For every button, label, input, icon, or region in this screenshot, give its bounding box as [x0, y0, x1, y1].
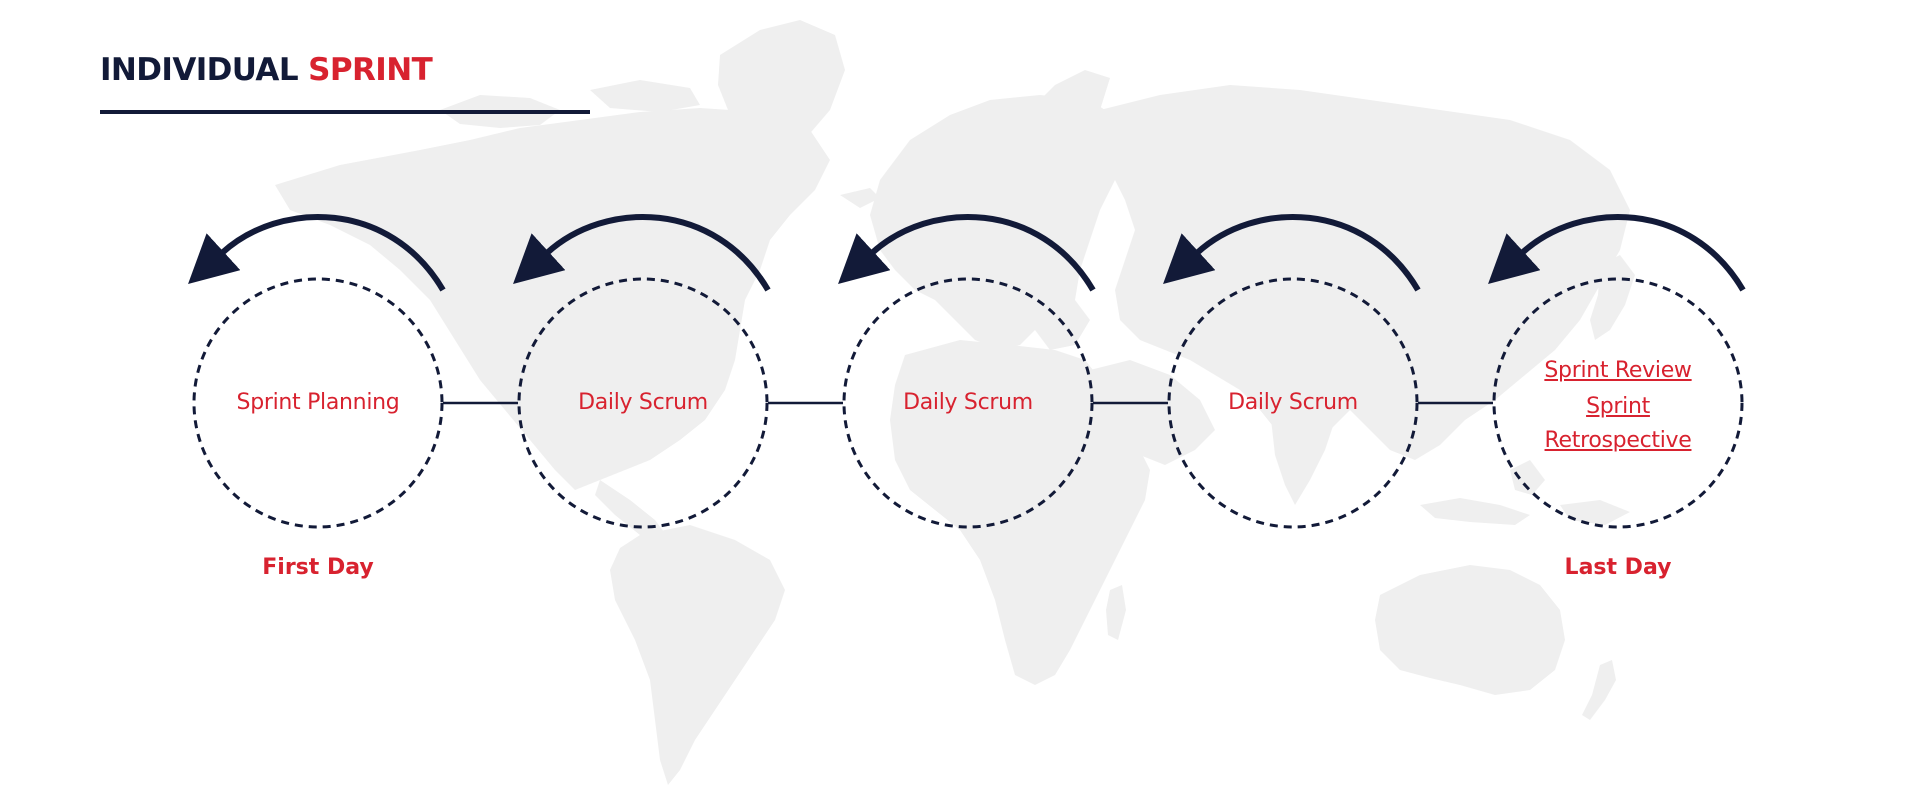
- madagascar-shape: [1106, 585, 1126, 640]
- new-zealand-shape: [1582, 660, 1616, 720]
- stage-circle-3: [842, 277, 1094, 529]
- page-title: INDIVIDUAL SPRINT: [100, 48, 433, 92]
- cycle-arrow-5: [1488, 213, 1746, 292]
- stage-circle-5: [1492, 277, 1744, 529]
- stage-label-review-retro: Sprint Review Sprint Retrospective: [1518, 358, 1718, 453]
- stage-label-daily-scrum-1: Daily Scrum: [578, 390, 708, 415]
- africa-shape: [890, 340, 1150, 685]
- southeast-asia-islands-shape: [1420, 460, 1630, 525]
- cycle-arrow-1: [188, 213, 446, 292]
- stage-circle-2: [517, 277, 769, 529]
- scandinavia-shape: [1010, 70, 1110, 175]
- cycle-arrow-4: [1163, 213, 1421, 292]
- stage-label-sprint-planning: Sprint Planning: [236, 390, 400, 415]
- north-america-shape: [275, 108, 830, 490]
- south-america-shape: [610, 525, 785, 785]
- stage-label-daily-scrum-3: Daily Scrum: [1228, 390, 1358, 415]
- australia-shape: [1375, 565, 1565, 695]
- title-part-1: INDIVIDUAL: [100, 52, 299, 88]
- sprint-review-link[interactable]: Sprint Review: [1544, 358, 1692, 383]
- title-part-2: SPRINT: [308, 52, 433, 88]
- stage-circle-4: [1167, 277, 1419, 529]
- stage-circle-1: [192, 277, 444, 529]
- first-day-label: First Day: [262, 555, 374, 580]
- cycle-arrow-3: [838, 213, 1096, 292]
- title-underline: [100, 110, 590, 114]
- japan-shape: [1590, 255, 1635, 340]
- stage-circles: [192, 277, 1744, 529]
- cycle-arrow-2: [513, 213, 771, 292]
- stage-label-daily-scrum-2: Daily Scrum: [903, 390, 1033, 415]
- asia-shape: [1100, 85, 1630, 460]
- india-shape: [1270, 405, 1335, 505]
- greenland-shape: [718, 20, 845, 165]
- central-america-shape: [595, 480, 670, 548]
- cycle-arrows: [188, 213, 1746, 292]
- arabia-shape: [1090, 360, 1215, 465]
- sprint-retrospective-link-line-2[interactable]: Retrospective: [1544, 428, 1692, 453]
- sprint-retrospective-link-line-1[interactable]: Sprint: [1586, 394, 1650, 419]
- arctic-islands-shape: [440, 80, 700, 128]
- last-day-label: Last Day: [1564, 555, 1672, 580]
